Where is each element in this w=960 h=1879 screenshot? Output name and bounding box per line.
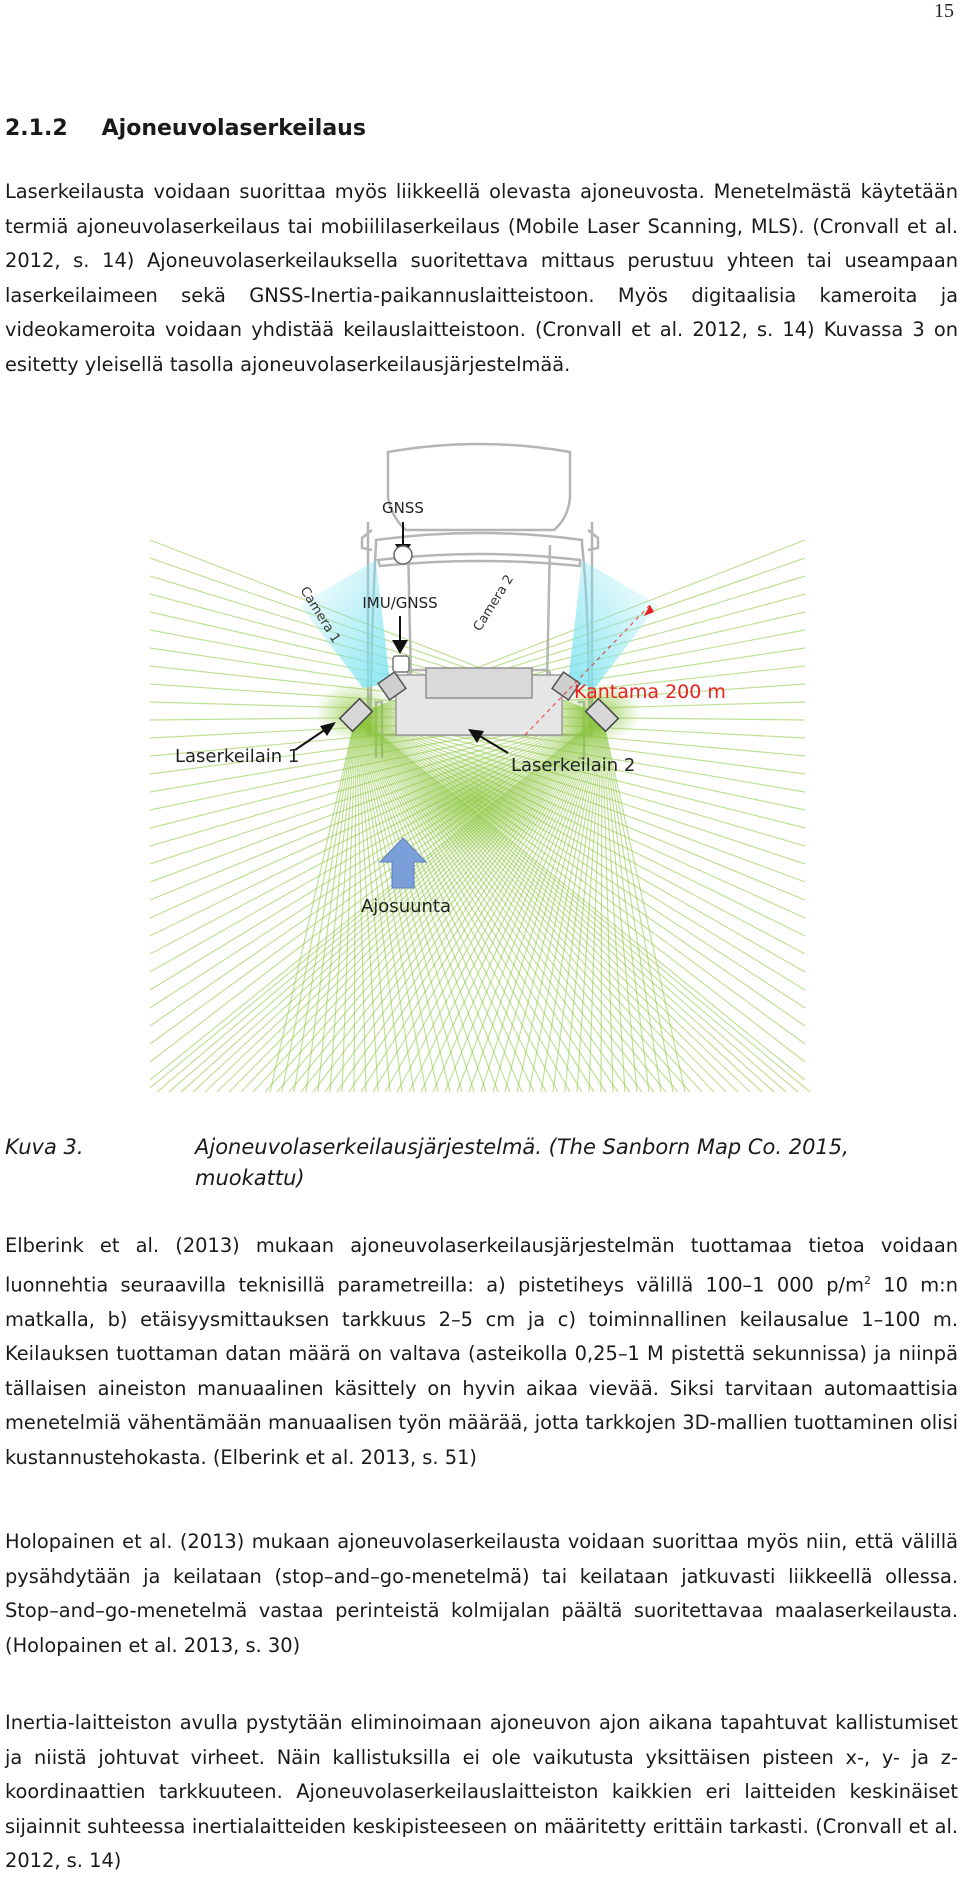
laser-ray	[293, 714, 357, 1093]
imu-unit	[392, 655, 410, 673]
scanner-1-arrow-head	[320, 722, 336, 736]
driving-direction-arrow	[378, 837, 428, 889]
laser-ray	[601, 714, 686, 1093]
laser-ray	[312, 714, 603, 1093]
imu-gnss-label: IMU/GNSS	[362, 594, 437, 612]
laser-ray	[601, 714, 626, 1093]
laser-ray	[601, 714, 650, 1093]
camera-1-field-of-view	[300, 560, 390, 688]
laser-crossing-glow	[396, 745, 556, 855]
laser-ray	[492, 714, 603, 1093]
section-number: 2.1.2	[5, 116, 68, 141]
laser-ray	[564, 714, 603, 1093]
laser-ray	[408, 714, 603, 1093]
caption-text: Ajoneuvolaserkeilausjärjestelmä. (The Sa…	[195, 1135, 849, 1190]
laser-ray	[300, 714, 603, 1093]
mls-diagram: GNSS GNSS IMU/GNSS Camera 1 Camera 2 Kan…	[150, 442, 811, 1093]
paragraph-1: Laserkeilausta voidaan suorittaa myös li…	[5, 180, 958, 376]
paragraph-2-part-2: 10 m:n matkalla, b) etäisyysmittauksen t…	[5, 1273, 959, 1470]
camera-2-field-of-view	[568, 560, 658, 688]
scanner-2-arrow-head	[468, 729, 484, 743]
laser-ray	[552, 714, 603, 1093]
range-dashed-line	[524, 604, 651, 736]
laser-ray	[540, 714, 603, 1093]
figure-caption: Kuva 3. Ajoneuvolaserkeilausjärjestelmä.…	[5, 1132, 960, 1194]
paragraph-2: Elberink et al. (2013) mukaan ajoneuvola…	[5, 1229, 958, 1476]
laser-ray	[444, 714, 603, 1093]
laser-ray	[516, 714, 603, 1093]
scanner-2-arrow	[477, 734, 509, 754]
laser-ray	[576, 714, 603, 1093]
laser-ray	[305, 714, 357, 1093]
caption-number: Kuva 3.	[5, 1135, 84, 1159]
laser-ray	[601, 714, 614, 1093]
laser-ray	[601, 714, 674, 1093]
laser-ray	[456, 714, 603, 1093]
laser-ray	[288, 714, 603, 1093]
laser-ray	[480, 714, 603, 1093]
laser-ray	[150, 714, 603, 901]
laser-ray	[601, 714, 638, 1093]
paragraph-4: Inertia-laitteiston avulla pystytään eli…	[5, 1711, 958, 1873]
scanner-2-label: Laserkeilain 2	[511, 755, 635, 776]
camera-2-label: Camera 2	[471, 572, 517, 634]
laser-ray	[588, 714, 603, 1093]
laser-ray	[432, 714, 603, 1093]
laser-ray	[372, 714, 603, 1093]
scanner-1-label: Laserkeilain 1	[175, 746, 299, 767]
laser-ray	[528, 714, 603, 1093]
superscript-2: 2	[863, 1273, 871, 1287]
paragraph-2-part-1: Elberink et al. (2013) mukaan ajoneuvola…	[5, 1234, 958, 1297]
section-heading: 2.1.2 Ajoneuvolaserkeilaus	[5, 116, 366, 141]
driving-direction-label: Ajosuunta	[361, 896, 451, 917]
laser-ray	[504, 714, 603, 1093]
laser-ray	[269, 714, 357, 1093]
laser-ray	[150, 714, 603, 847]
range-arrow-head	[644, 605, 654, 616]
laser-ray	[324, 714, 603, 1093]
laser-ray	[420, 714, 603, 1093]
laser-ray	[150, 714, 603, 883]
figure-mls-system: GNSS GNSS IMU/GNSS Camera 1 Camera 2 Kan…	[150, 440, 870, 1100]
laser-ray	[355, 714, 367, 1093]
page-number: 15	[934, 0, 954, 22]
laser-ray	[317, 714, 357, 1093]
section-title: Ajoneuvolaserkeilaus	[101, 116, 366, 141]
gnss-label-text: GNSS	[382, 499, 424, 517]
laser-ray	[281, 714, 357, 1093]
laser-ray	[355, 714, 379, 1093]
laser-ray	[384, 714, 603, 1093]
laser-ray	[355, 714, 806, 919]
gnss-antenna	[393, 545, 413, 565]
range-label: Kantama 200 m	[574, 681, 726, 703]
laser-ray	[348, 714, 603, 1093]
laser-ray	[150, 714, 603, 865]
laser-ray	[396, 714, 603, 1093]
laser-ray	[336, 714, 603, 1093]
scanner-1-arrow	[294, 728, 327, 751]
laser-ray	[355, 714, 806, 901]
laser-ray	[150, 714, 603, 955]
paragraph-3: Holopainen et al. (2013) mukaan ajoneuvo…	[5, 1530, 958, 1657]
laser-ray	[601, 714, 662, 1093]
imu-arrow-head	[392, 640, 408, 654]
laser-ray	[353, 714, 357, 1093]
laser-ray	[468, 714, 603, 1093]
laser-ray	[600, 714, 603, 1093]
laser-ray	[150, 714, 603, 919]
laser-ray	[341, 714, 357, 1093]
laser-ray	[150, 714, 603, 937]
laser-ray	[360, 714, 603, 1093]
